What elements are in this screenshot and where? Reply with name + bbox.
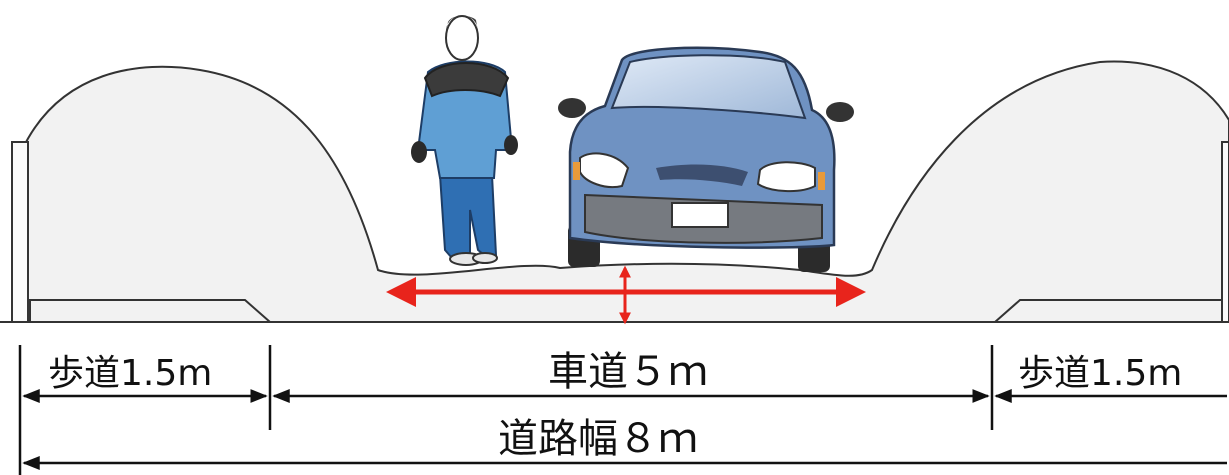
right-wall	[1221, 141, 1229, 323]
pedestrian-figure	[411, 15, 518, 266]
road-surface	[0, 60, 1229, 323]
sidewalk-left-label: 歩道1.5m	[48, 353, 212, 394]
car-figure	[558, 46, 854, 272]
left-wall	[11, 141, 29, 323]
roadway-label: 車道５ｍ	[548, 349, 708, 395]
dimension-lines	[18, 345, 1227, 475]
roadway-red-arrows	[386, 265, 866, 325]
sidewalk-right-label: 歩道1.5m	[1018, 353, 1182, 394]
road-width-label: 道路幅８ｍ	[498, 416, 698, 462]
